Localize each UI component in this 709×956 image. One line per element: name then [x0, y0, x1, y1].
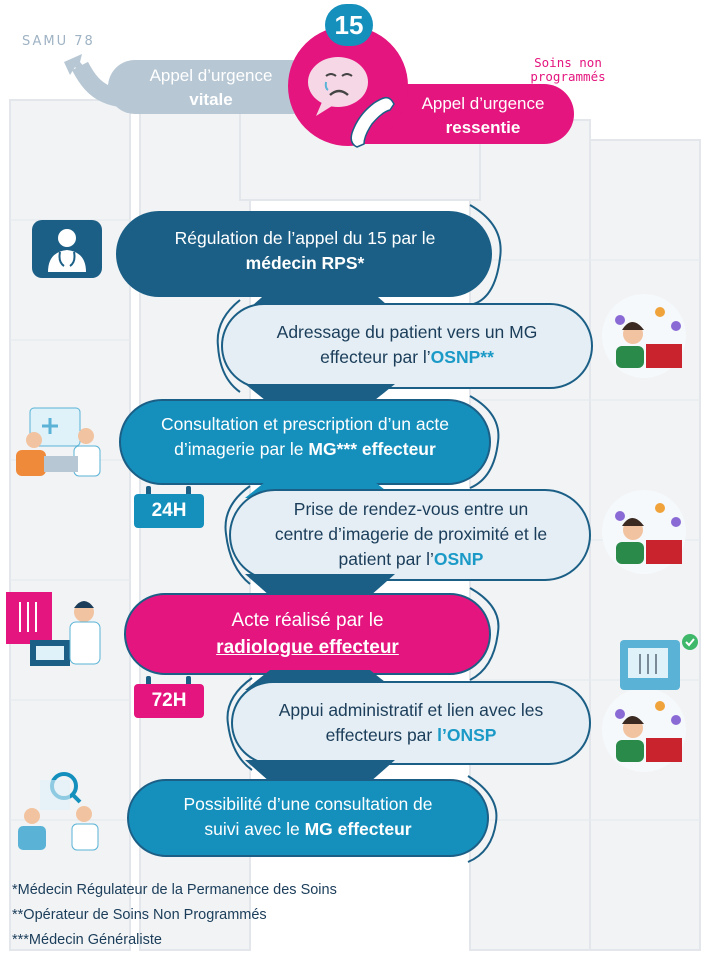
step6-line1: Appui administratif et lien avec les — [278, 700, 544, 720]
chevron-4 — [245, 574, 395, 596]
operator-icon-1 — [602, 294, 686, 378]
step1-line2: médecin RPS* — [245, 253, 365, 273]
operator-icon-3 — [602, 688, 686, 772]
footnote-1: *Médecin Régulateur de la Permanence des… — [12, 882, 337, 898]
step4-box — [229, 489, 591, 581]
step7-line2: suivi avec le MG effecteur — [204, 819, 412, 839]
sad-face-bubble-icon — [308, 57, 368, 116]
ressentie-label: Appel d’urgence ressentie — [408, 92, 558, 140]
vitale-pill — [108, 60, 318, 114]
step7-line1: Possibilité d’une consultation de — [183, 794, 433, 814]
soins-line1: Soins non — [534, 55, 602, 70]
vitale-label: Appel d’urgence vitale — [112, 64, 310, 112]
ressentie-line2: ressentie — [445, 118, 521, 137]
emergency-number-badge: 15 — [325, 4, 373, 46]
footnotes: *Médecin Régulateur de la Permanence des… — [12, 878, 337, 953]
footnote-2: **Opérateur de Soins Non Programmés — [12, 907, 267, 923]
step7-box — [127, 779, 489, 857]
step4-text: Prise de rendez-vous entre un centre d’i… — [240, 497, 582, 572]
step4-line2: centre d’imagerie de proximité et le — [274, 524, 548, 544]
step1-loop — [469, 204, 502, 306]
step6-text: Appui administratif et lien avec les eff… — [240, 698, 582, 748]
xray-folder-icon — [620, 634, 698, 690]
vitale-line2: vitale — [189, 90, 233, 109]
step2-line1: Adressage du patient vers un MG — [276, 322, 538, 342]
ressentie-line1: Appel d’urgence — [421, 94, 545, 113]
step5-line2: radiologue effecteur — [216, 637, 399, 658]
delay-72h-tag: 72H — [134, 684, 204, 718]
footnote-3: ***Médecin Généraliste — [12, 932, 162, 948]
step5-loop — [469, 587, 500, 681]
samu-label: SAMU 78 — [22, 34, 95, 49]
radiologist-icon — [6, 592, 101, 666]
soins-line2: programmés — [530, 69, 606, 84]
step3-line2: d’imagerie par le MG*** effecteur — [174, 439, 436, 459]
step2-box — [221, 303, 593, 389]
step3-text: Consultation et prescription d’un acte d… — [125, 412, 485, 462]
vitale-line1: Appel d’urgence — [149, 66, 273, 85]
doctor-icon — [32, 220, 102, 278]
step1-text: Régulation de l’appel du 15 par le médec… — [130, 226, 480, 276]
step3-line1: Consultation et prescription d’un acte — [161, 414, 449, 434]
step3-loop — [469, 395, 500, 489]
step4-loop — [224, 485, 251, 585]
delay-24h-tag: 24H — [134, 494, 204, 528]
step2-text: Adressage du patient vers un MG effecteu… — [232, 320, 582, 370]
consultation-icon — [16, 407, 101, 477]
step6-loop — [226, 677, 253, 771]
step2-line2: effecteur par l’OSNP** — [320, 347, 494, 367]
step7-loop — [467, 775, 498, 863]
step5-line1: Acte réalisé par le — [231, 610, 384, 631]
step4-line3: patient par l’OSNP — [338, 549, 484, 569]
operator-icon-2 — [602, 490, 686, 574]
step4-line1: Prise de rendez-vous entre un — [293, 499, 529, 519]
step1-line1: Régulation de l’appel du 15 par le — [174, 228, 436, 248]
chevron-6 — [245, 760, 395, 782]
step6-line2: effecteurs par l’ONSP — [325, 725, 497, 745]
phone-icon — [350, 96, 395, 148]
soins-non-programmes-label: Soins non programmés — [516, 56, 620, 84]
step5-text: Acte réalisé par le radiologue effecteur — [130, 607, 485, 661]
step7-text: Possibilité d’une consultation de suivi … — [133, 792, 483, 842]
step2-loop — [216, 299, 241, 393]
follow-up-icon — [18, 772, 99, 851]
step6-box — [231, 681, 591, 765]
